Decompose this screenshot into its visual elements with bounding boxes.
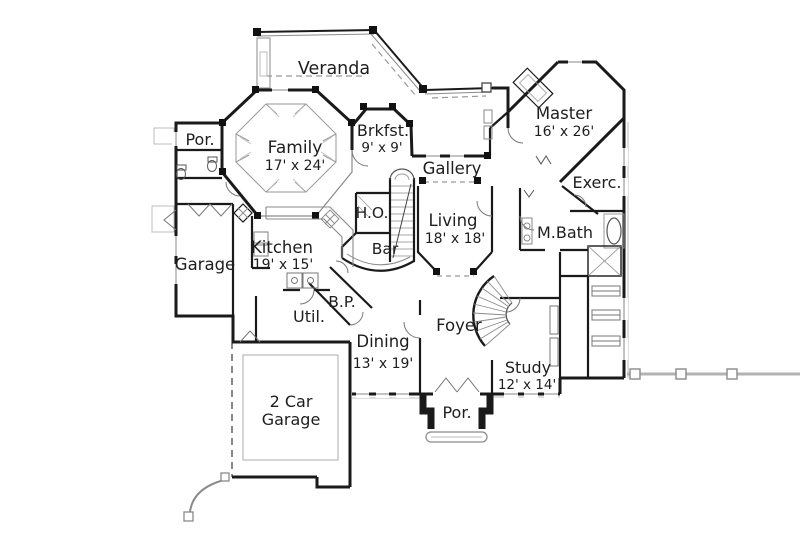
corridor-window-seats <box>483 109 493 140</box>
room-label-two-car-garage-line2: Garage <box>262 410 321 429</box>
wall-posts <box>219 26 491 275</box>
veranda-white-post <box>481 82 492 93</box>
room-dims-study: 12' x 14' <box>498 377 556 393</box>
kitchen-counters <box>253 206 354 267</box>
room-dims-dining: 13' x 19' <box>353 356 414 372</box>
bathtub-icon <box>603 213 625 249</box>
room-dims-kitchen: 19' x 15' <box>253 257 314 273</box>
room-dims-breakfast: 9' x 9' <box>361 140 402 156</box>
room-label-breakfast: Brkfst. <box>357 121 409 140</box>
room-labels: Veranda Por. Family 17' x 24' Brkfst. 9'… <box>175 59 622 429</box>
master-bay-fireplace <box>512 67 554 109</box>
room-label-garage: Garage <box>175 255 235 274</box>
room-label-dining: Dining <box>356 332 409 351</box>
fence-line <box>627 368 800 380</box>
room-label-utility: Util. <box>293 307 325 326</box>
study-bookcase <box>549 305 559 367</box>
fireplace-icon <box>233 203 253 223</box>
room-dims-family: 17' x 24' <box>265 158 326 174</box>
room-label-foyer: Foyer <box>436 316 482 335</box>
pocket-door-squiggles <box>523 155 552 198</box>
room-dims-master: 16' x 26' <box>534 124 595 140</box>
washer-dryer-icons <box>286 272 319 289</box>
room-label-master: Master <box>536 104 593 123</box>
garage-slab <box>242 354 339 461</box>
home-office-hatch <box>357 195 373 217</box>
door-swings <box>163 127 587 393</box>
room-label-kitchen: Kitchen <box>251 238 313 257</box>
room-dims-living: 18' x 18' <box>425 231 486 247</box>
room-label-exercise: Exerc. <box>572 173 621 192</box>
room-label-home-office: H.O. <box>356 204 389 222</box>
room-label-butlers-pantry: B.P. <box>328 293 355 311</box>
room-label-veranda: Veranda <box>298 59 370 79</box>
room-label-study: Study <box>505 358 551 377</box>
vanity-icon <box>521 217 533 245</box>
family-ceiling-octagon <box>235 103 337 193</box>
room-label-master-bath: M.Bath <box>537 223 593 242</box>
bar-counter <box>346 253 411 266</box>
room-label-bar: Bar <box>372 240 399 258</box>
closet-shelves <box>591 285 621 347</box>
veranda-railing <box>256 29 493 95</box>
window-gaps <box>172 58 628 398</box>
room-label-living: Living <box>428 211 477 230</box>
toilet-icons <box>176 156 218 180</box>
dashed-lines <box>231 43 487 477</box>
driveway-path <box>183 472 230 522</box>
family-room-open-edges <box>258 150 353 217</box>
room-label-two-car-garage-line1: 2 Car <box>270 392 313 411</box>
room-label-family: Family <box>268 138 323 158</box>
room-label-gallery: Gallery <box>423 159 482 178</box>
staircase <box>389 168 415 259</box>
kitchen-sink-icon <box>320 209 340 229</box>
room-label-porch-upper: Por. <box>185 130 214 149</box>
spiral-staircase <box>472 275 513 347</box>
room-label-porch-lower: Por. <box>442 403 471 422</box>
shower-icon <box>587 245 622 277</box>
lower-porch <box>419 394 494 443</box>
